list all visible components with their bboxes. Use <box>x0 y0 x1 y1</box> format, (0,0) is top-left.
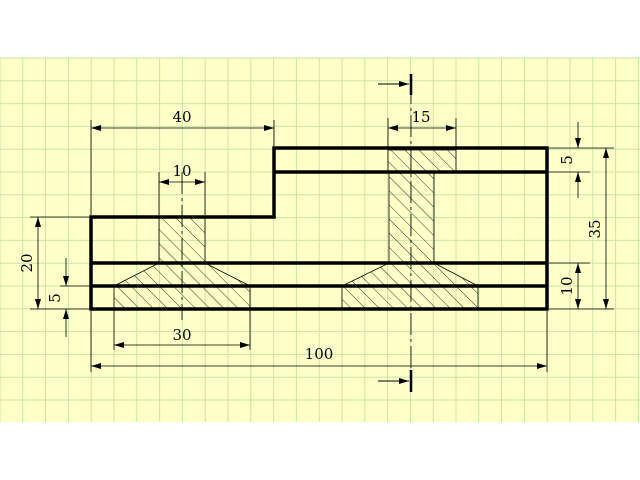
right-web-section <box>388 171 435 264</box>
dim-label-5-left: 5 <box>46 293 64 303</box>
dim-label-30: 30 <box>172 326 191 344</box>
dimension-lines <box>35 122 609 369</box>
grid-lines <box>0 57 640 422</box>
dim-label-40: 40 <box>172 108 191 126</box>
center-lines <box>181 82 412 390</box>
dim-label-35: 35 <box>586 219 604 238</box>
section-marks <box>378 74 413 392</box>
dim-label-10-right: 10 <box>558 276 576 295</box>
dim-label-100: 100 <box>305 345 334 363</box>
dim-label-20: 20 <box>18 253 36 272</box>
dim-label-5-right: 5 <box>558 155 576 165</box>
dim-label-15: 15 <box>411 108 430 126</box>
part-outline <box>89 146 549 311</box>
right-top-flange-section <box>387 149 457 173</box>
dim-label-10-top: 10 <box>172 162 191 180</box>
outer-profile <box>89 146 549 311</box>
